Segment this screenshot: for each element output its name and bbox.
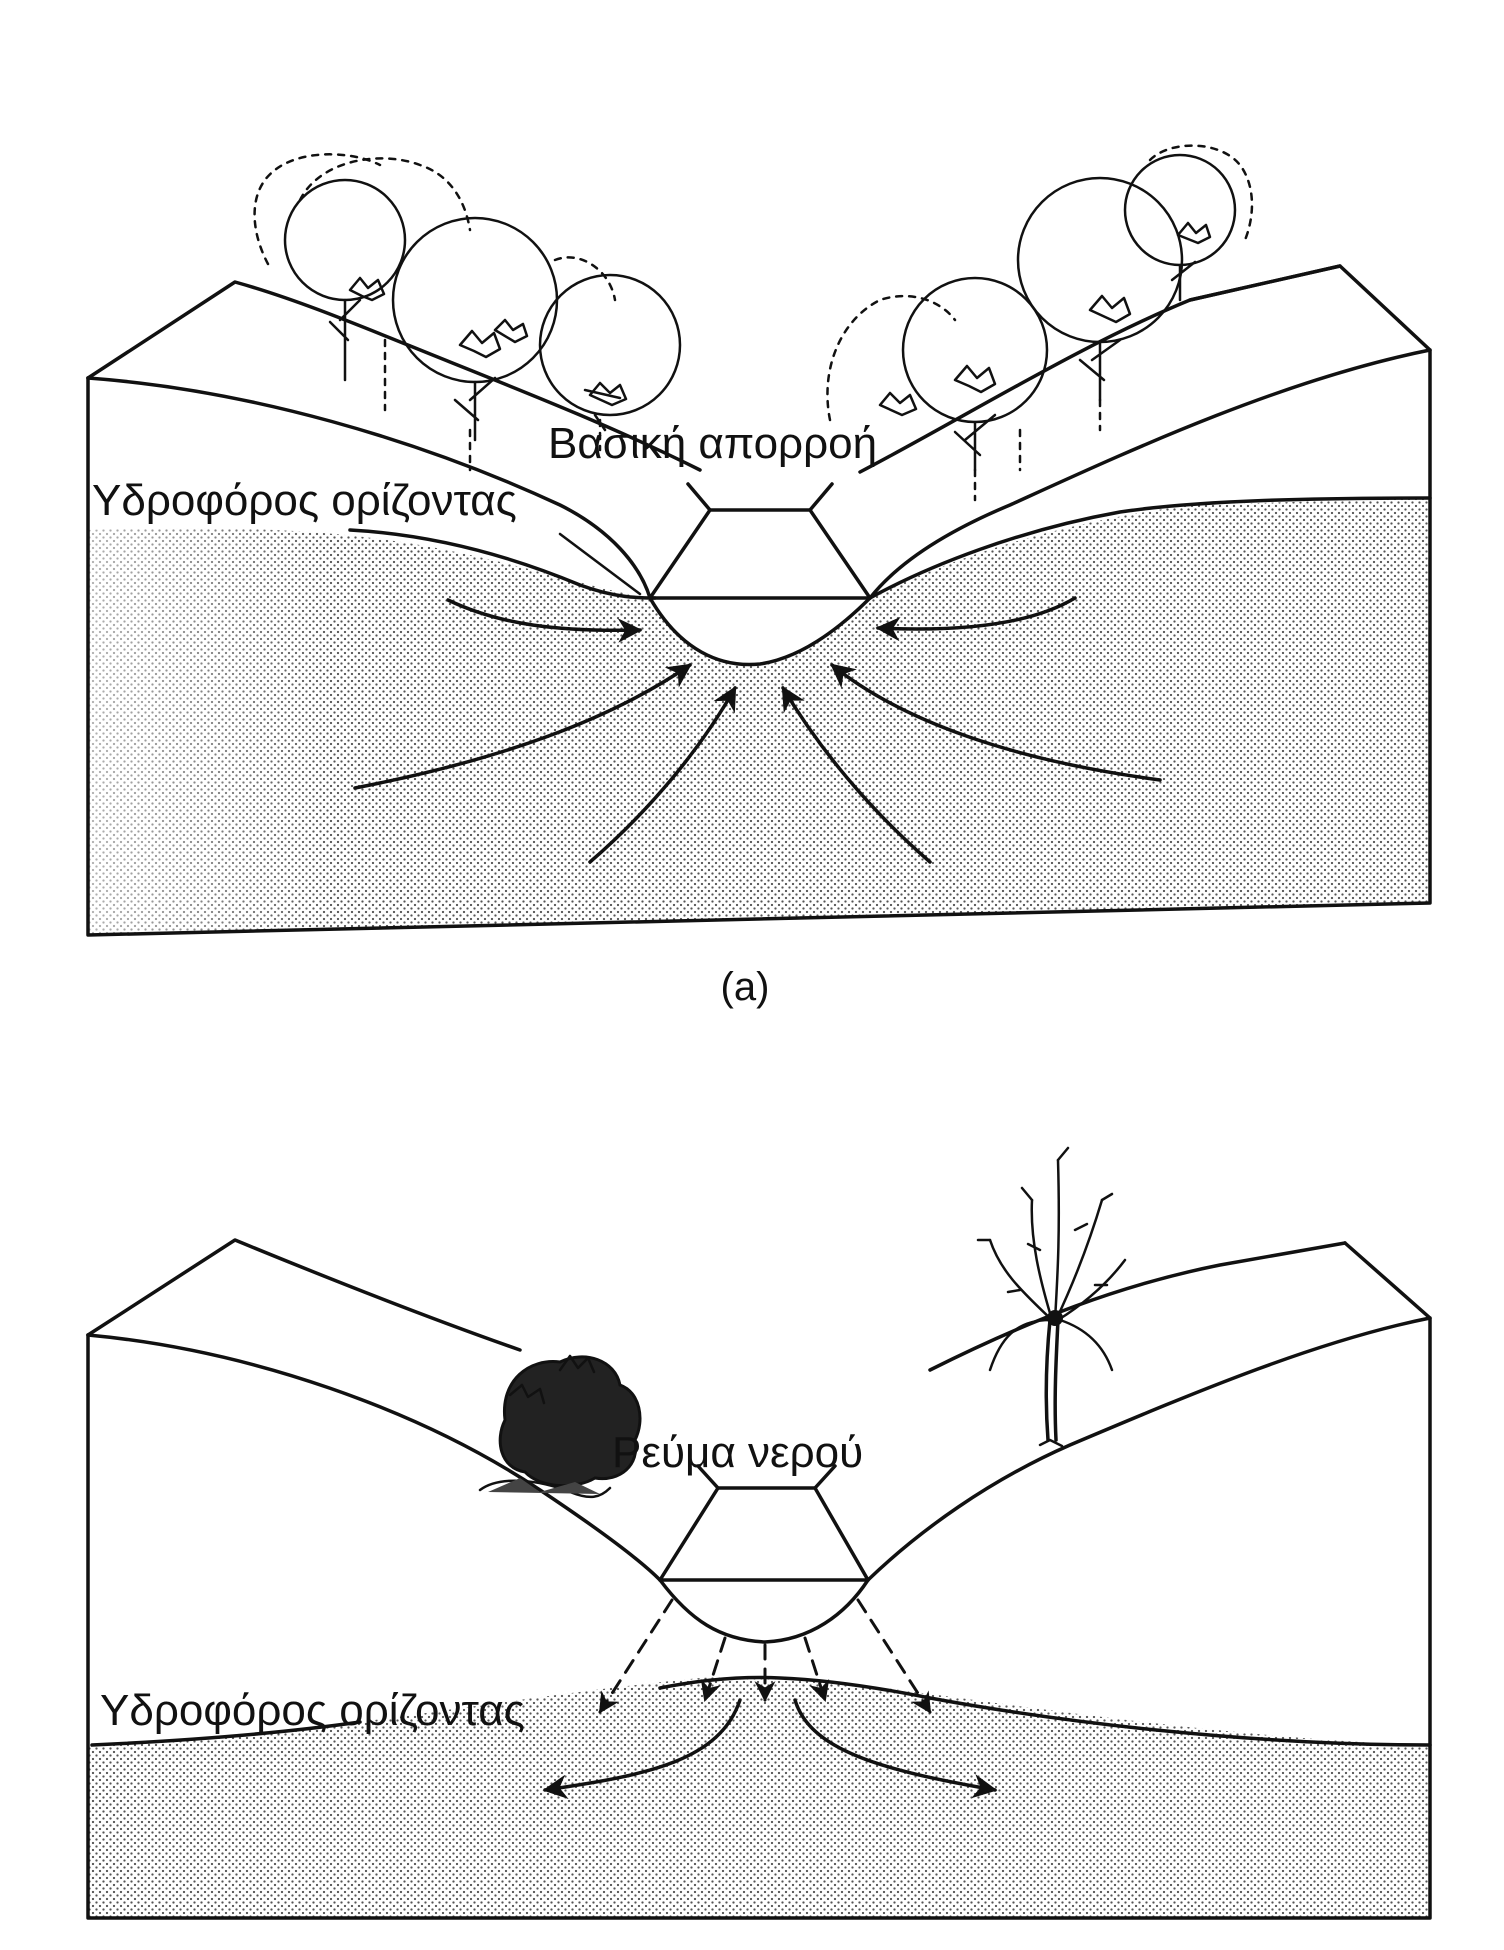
groundwater-flow-arrows-a: [353, 596, 1162, 864]
caption-a: (a): [721, 965, 770, 1009]
water-table-line-a: [348, 528, 657, 600]
ground-top-a: [86, 280, 702, 472]
label-watertable-b: Υδροφόρος ορίζοντας: [100, 1686, 525, 1735]
trees-left-a: [253, 153, 682, 472]
panel-b: Ρεύμα νερού Υδροφόρος ορίζοντας: [86, 1146, 1432, 1920]
label-baseflow: Βασική απορροή: [548, 419, 877, 468]
groundwater-flow-arrows-b: [542, 1698, 998, 1800]
seepage-arrows-b: [598, 1598, 932, 1714]
palm-tree-icon: [976, 1146, 1127, 1448]
block-outline-b: [86, 1241, 1432, 1920]
ground-top-b: [86, 1238, 522, 1352]
trees-right-a: [826, 144, 1254, 502]
label-watertable-a: Υδροφόρος ορίζοντας: [92, 476, 517, 525]
stream-channel-b: [658, 1578, 870, 1644]
ground-front-a: [86, 376, 652, 600]
aquifer-zone-b: [88, 1677, 1430, 1918]
stream-channel-a: [648, 596, 872, 667]
label-stream: Ρεύμα νερού: [612, 1428, 863, 1477]
ground-front-b: [86, 1333, 662, 1582]
water-table-line-b: [90, 1720, 362, 1747]
panel-a: Βασική απορροή Υδροφόρος ορίζοντας (a): [86, 144, 1432, 1009]
shrub-icon: [478, 1354, 642, 1499]
